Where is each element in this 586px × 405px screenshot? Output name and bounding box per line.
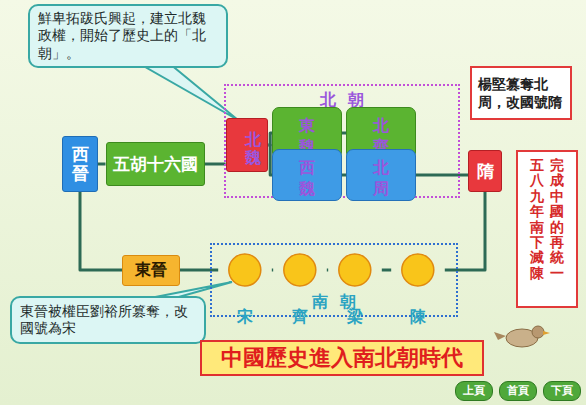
node-text: 西魏	[273, 158, 341, 200]
node-text: 西晉	[72, 145, 89, 182]
node-text: 東晉	[135, 260, 167, 281]
dynasty-circle: 梁	[328, 253, 382, 287]
node-text: 鮮卑拓跋氏興起，建立北魏政權，開始了歷史上的「北朝」。	[38, 10, 218, 63]
circle-shape	[273, 253, 327, 287]
timeline-connector	[416, 174, 468, 177]
title-text: 中國歷史進入南北朝時代	[221, 343, 463, 373]
node-text: 五八九年，南下滅陳	[530, 158, 544, 281]
timeline-connector	[180, 269, 218, 272]
node-text: 楊堅篡奪北周，改國號隋	[478, 75, 564, 111]
circle-shape	[328, 253, 382, 287]
circle-shape	[218, 253, 272, 287]
note-box: 完成中國的再統一五八九年，南下滅陳	[516, 150, 578, 308]
timeline-connector	[98, 163, 106, 166]
dynasty-box: 五胡十六國	[106, 142, 205, 186]
timeline-connector	[382, 269, 391, 272]
dynasty-box: 北周	[346, 149, 416, 201]
node-text: 北周	[347, 158, 415, 200]
circle-outline	[229, 254, 261, 286]
node-text: 梁	[334, 307, 376, 328]
dynasty-box: 西魏	[272, 149, 342, 201]
node-text: 北魏	[233, 131, 262, 166]
group-label: 北朝	[226, 90, 458, 111]
node-text: 齊	[279, 307, 321, 328]
dynasty-box: 北魏	[226, 118, 269, 172]
dynasty-group: 北朝北魏東魏北齊西魏北周	[224, 84, 460, 198]
callout-box: 東晉被權臣劉裕所篡奪，改國號為宋	[10, 296, 206, 344]
note-box: 楊堅篡奪北周，改國號隋	[470, 66, 572, 120]
circle-shape	[391, 253, 445, 287]
dynasty-circle: 陳	[391, 253, 445, 287]
nav-button: 首頁	[499, 381, 537, 401]
nav-button: 上頁	[455, 381, 493, 401]
dynasty-box: 東晉	[122, 255, 180, 286]
node-text: 完成中國的再統一	[550, 158, 564, 281]
circle-outline	[402, 254, 434, 286]
dynasty-circle: 齊	[273, 253, 327, 287]
dynasty-group: 南朝宋齊梁陳	[210, 243, 458, 317]
timeline-connector	[272, 269, 273, 272]
timeline-connector	[205, 163, 226, 166]
node-text: 陳	[397, 307, 439, 328]
node-text: 宋	[224, 307, 266, 328]
dynasty-box: 西晉	[62, 136, 98, 192]
node-text: 東晉被權臣劉裕所篡奪，改國號為宋	[20, 303, 196, 338]
circle-outline	[339, 254, 371, 286]
timeline-connector	[80, 192, 122, 270]
circle-outline	[284, 254, 316, 286]
dynasty-circle: 宋	[218, 253, 272, 287]
timeline-connector	[327, 269, 328, 272]
node-text: 五胡十六國	[113, 153, 198, 176]
bird-illustration	[494, 326, 550, 347]
node-text: 隋	[477, 160, 494, 183]
callout-box: 鮮卑拓跋氏興起，建立北魏政權，開始了歷史上的「北朝」。	[28, 4, 228, 69]
dynasty-box: 隋	[468, 150, 502, 192]
title-banner: 中國歷史進入南北朝時代	[200, 340, 484, 376]
nav-button: 下頁	[543, 381, 581, 401]
timeline-connector	[445, 192, 485, 270]
